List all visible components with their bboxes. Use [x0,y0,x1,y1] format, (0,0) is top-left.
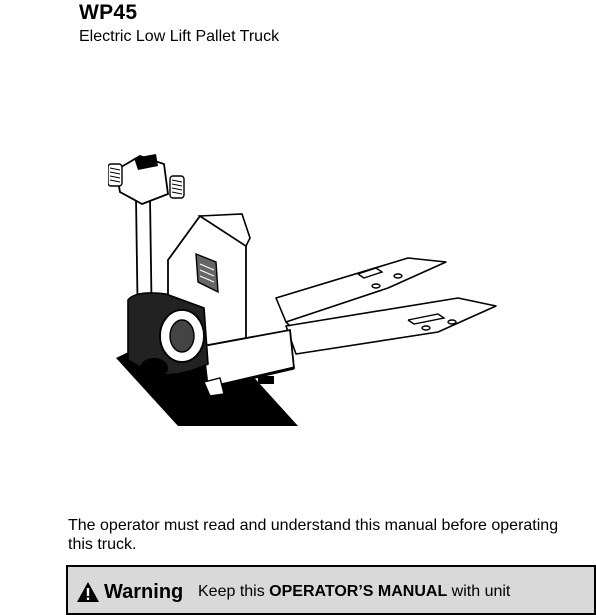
model-title: WP45 [79,1,138,24]
model-subtitle: Electric Low Lift Pallet Truck [79,28,280,45]
tiller-head [115,155,169,205]
warning-text-end: with unit [447,583,511,600]
fork-right [285,297,497,355]
fork-left [275,257,447,323]
drive-wheel [140,358,168,378]
warning-text: Keep this OPERATOR’S MANUAL with unit [198,583,510,601]
instruction-text: The operator must read and understand th… [68,517,559,553]
warning-box: Warning Keep this OPERATOR’S MANUAL with… [66,565,596,615]
warning-text-start: Keep this [198,583,270,600]
warning-label: Warning [104,581,184,603]
warning-triangle-icon [77,582,99,602]
pallet-truck-illustration [108,154,497,426]
warning-heading: Warning [76,581,183,603]
warning-text-bold: OPERATOR’S MANUAL [269,583,448,600]
